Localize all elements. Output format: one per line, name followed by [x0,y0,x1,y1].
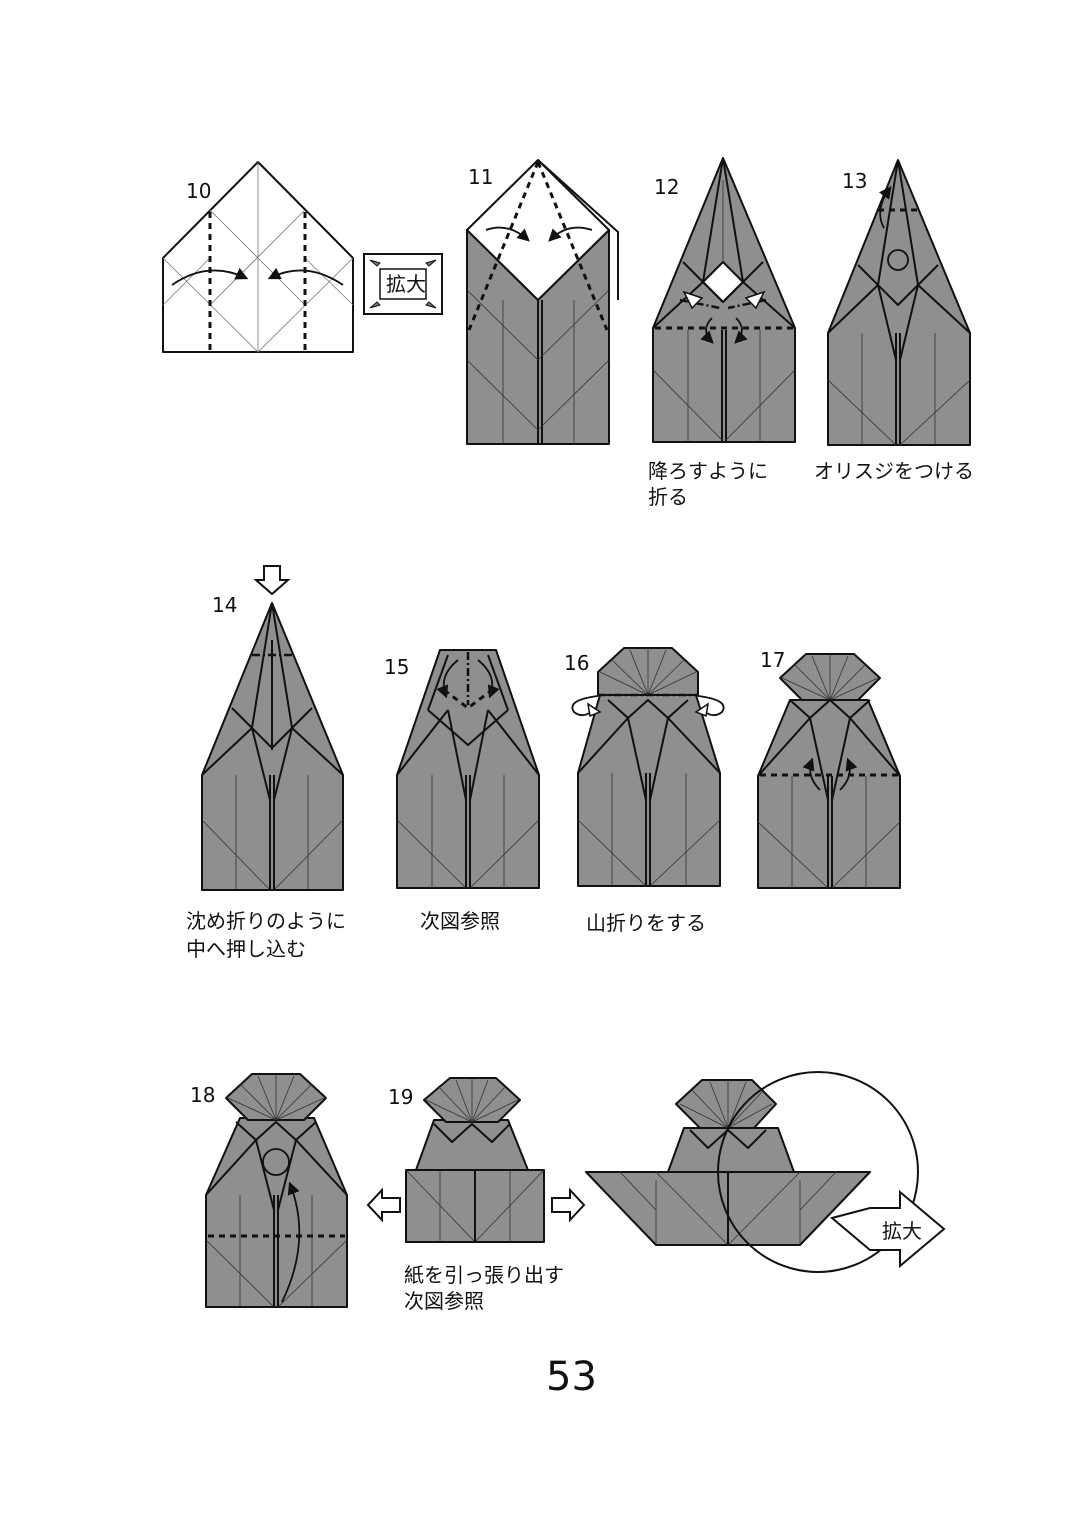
step-12-caption-line1: 降ろすように [648,459,768,483]
pull-arrow-icon [366,1187,586,1223]
step-11-diagram [466,159,619,445]
step-15-caption: 次図参照 [420,909,500,933]
step-number-19: 19 [388,1085,413,1109]
step-14-caption-line1: 沈め折りのように [186,909,346,933]
step-19-diagram [405,1077,545,1243]
step-number-17: 17 [760,648,785,672]
enlarge-arrow-icon [829,1189,946,1269]
step-16-caption: 山折りをする [586,911,706,935]
step-17-diagram [757,653,901,889]
step-13-caption: オリスジをつける [814,459,974,483]
step-number-12: 12 [654,175,679,199]
step-12-diagram [652,157,796,443]
step-19-caption-line1: 紙を引っ張り出す [404,1263,564,1287]
step-number-16: 16 [564,651,589,675]
step-15-diagram [396,649,540,889]
step-number-11: 11 [468,165,493,189]
page-number: 53 [546,1354,597,1400]
enlarge-arrow-label: 拡大 [882,1219,922,1243]
step-16-diagram [571,647,725,887]
result-diagram [585,1071,919,1273]
step-14-caption-line2: 中へ押し込む [186,937,306,961]
step-number-15: 15 [384,655,409,679]
step-10-diagram [162,161,354,353]
push-down-arrow-icon [253,565,291,596]
step-number-14: 14 [212,593,237,617]
step-19-caption-line2: 次図参照 [404,1289,484,1313]
enlarge-box-icon [363,253,443,315]
step-number-13: 13 [842,169,867,193]
step-13-diagram [827,159,971,446]
step-18-diagram [205,1073,348,1308]
step-12-caption-line2: 折る [648,485,688,509]
enlarge-box-label: 拡大 [386,272,426,296]
step-14-diagram [201,602,344,891]
step-number-10: 10 [186,179,211,203]
step-number-18: 18 [190,1083,215,1107]
